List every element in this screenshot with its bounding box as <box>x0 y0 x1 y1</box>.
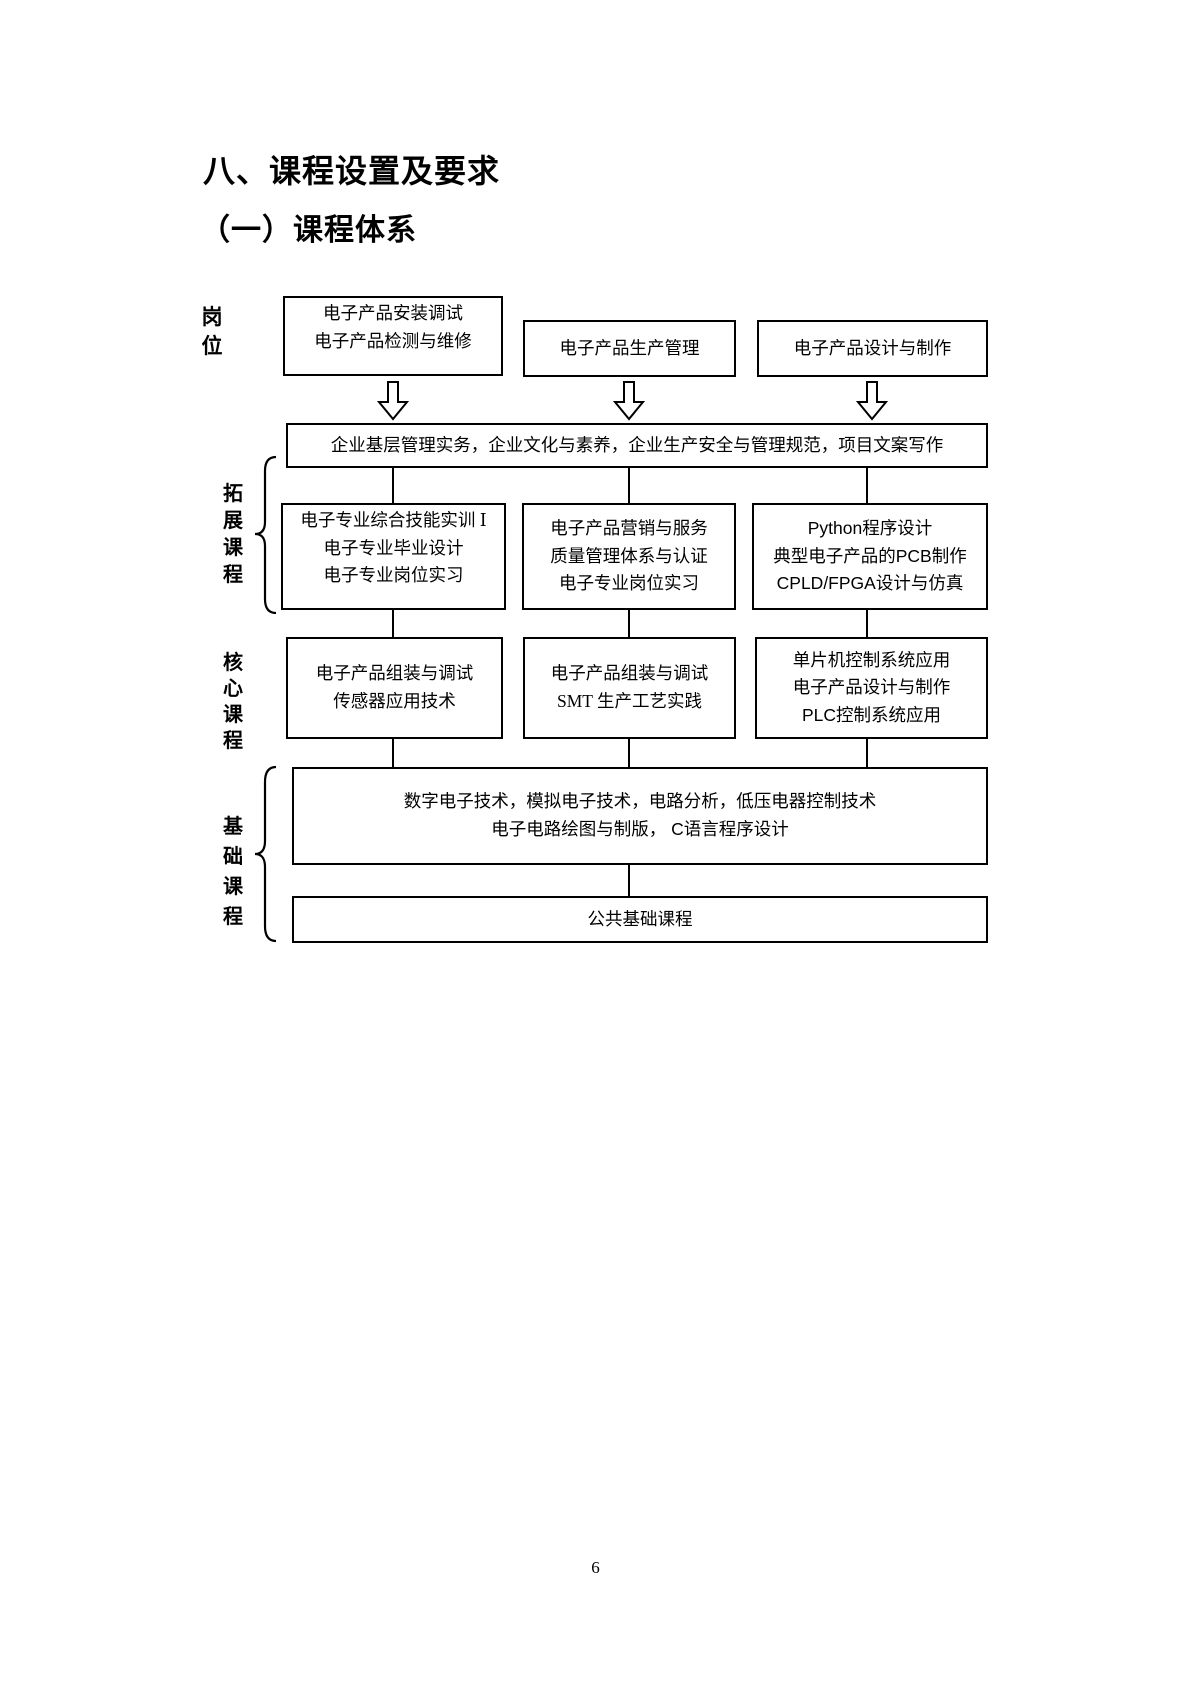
down-arrow-icon <box>856 381 888 421</box>
box-line: 电子电路绘图与制版， C语言程序设计 <box>491 819 789 839</box>
down-arrow-icon <box>613 381 645 421</box>
expansion-box-python-pcb-fpga: Python程序设计 典型电子产品的PCB制作 CPLD/FPGA设计与仿真 <box>752 503 988 610</box>
box-line: PLC控制系统应用 <box>801 704 942 725</box>
public-foundation-bar: 公共基础课程 <box>292 896 988 943</box>
box-line: 企业基层管理实务，企业文化与素养，企业生产安全与管理规范，项目文案写作 <box>330 434 944 455</box>
connector-line <box>628 609 630 638</box>
page-number: 6 <box>591 1558 600 1577</box>
foundation-bar: 数字电子技术，模拟电子技术，电路分析，低压电器控制技术 电子电路绘图与制版， C… <box>292 767 988 865</box>
box-line: 电子产品安装调试 <box>323 303 463 324</box>
row-label-foundation-courses: 基础课程 <box>223 816 243 928</box>
foundation-brace <box>252 765 278 943</box>
box-line: 传感器应用技术 <box>333 691 456 711</box>
box-line: 典型电子产品的PCB制作 <box>773 545 967 566</box>
connector-line <box>866 609 868 638</box>
box-line: 电子产品设计与制作 <box>793 337 952 358</box>
position-box-design-manufacture: 电子产品设计与制作 <box>757 320 988 377</box>
box-line: 电子产品组装与调试 <box>315 663 474 684</box>
subsection-heading: （一）课程体系 <box>200 214 417 247</box>
connector-line <box>392 739 394 767</box>
row-label-positions: 岗位 <box>201 305 223 358</box>
expansion-box-comprehensive-training: 电子专业综合技能实训 Ⅰ 电子专业毕业设计 电子专业岗位实习 <box>281 503 506 610</box>
connector-line <box>628 865 630 896</box>
box-line: 电子产品检测与维修 <box>314 331 472 351</box>
core-box-mcu-plc: 单片机控制系统应用 电子产品设计与制作 PLC控制系统应用 <box>755 637 988 739</box>
section-heading: 八、课程设置及要求 <box>203 153 501 189</box>
connector-line <box>866 467 868 504</box>
row-label-expansion-courses: 拓展课程 <box>223 483 243 586</box>
expansion-brace <box>252 455 278 615</box>
box-line: 电子专业毕业设计 <box>323 537 464 558</box>
box-line: 电子专业综合技能实训 Ⅰ <box>300 510 487 531</box>
box-line: 电子产品生产管理 <box>559 337 700 358</box>
connector-line <box>866 739 868 767</box>
box-line: 电子产品营销与服务 <box>550 518 708 539</box>
box-line: 数字电子技术，模拟电子技术，电路分析，低压电器控制技术 <box>403 791 877 812</box>
box-line: 电子产品组装与调试 <box>550 663 709 684</box>
core-box-assembly-smt: 电子产品组装与调试 SMT 生产工艺实践 <box>523 637 736 739</box>
box-line: 单片机控制系统应用 <box>792 649 951 670</box>
position-box-production-management: 电子产品生产管理 <box>523 320 736 377</box>
box-line: 质量管理体系与认证 <box>550 545 708 566</box>
box-line: 电子专业岗位实习 <box>323 565 464 586</box>
connector-line <box>392 467 394 504</box>
box-line: Python程序设计 <box>807 518 933 539</box>
box-line: SMT 生产工艺实践 <box>556 691 703 711</box>
down-arrow-icon <box>377 381 409 421</box>
connector-line <box>628 467 630 504</box>
box-line: 电子专业岗位实习 <box>559 573 699 594</box>
box-line: 电子产品设计与制作 <box>792 677 951 698</box>
row-label-core-courses: 核心课程 <box>223 652 243 752</box>
connector-line <box>392 609 394 638</box>
core-box-assembly-sensor: 电子产品组装与调试 传感器应用技术 <box>286 637 503 739</box>
box-line: CPLD/FPGA设计与仿真 <box>776 573 964 594</box>
position-box-assembly-debug: 电子产品安装调试 电子产品检测与维修 <box>283 296 503 376</box>
box-line: 公共基础课程 <box>587 908 693 929</box>
quality-bar: 企业基层管理实务，企业文化与素养，企业生产安全与管理规范，项目文案写作 <box>286 423 988 468</box>
connector-line <box>628 739 630 767</box>
expansion-box-marketing-service: 电子产品营销与服务 质量管理体系与认证 电子专业岗位实习 <box>522 503 736 610</box>
